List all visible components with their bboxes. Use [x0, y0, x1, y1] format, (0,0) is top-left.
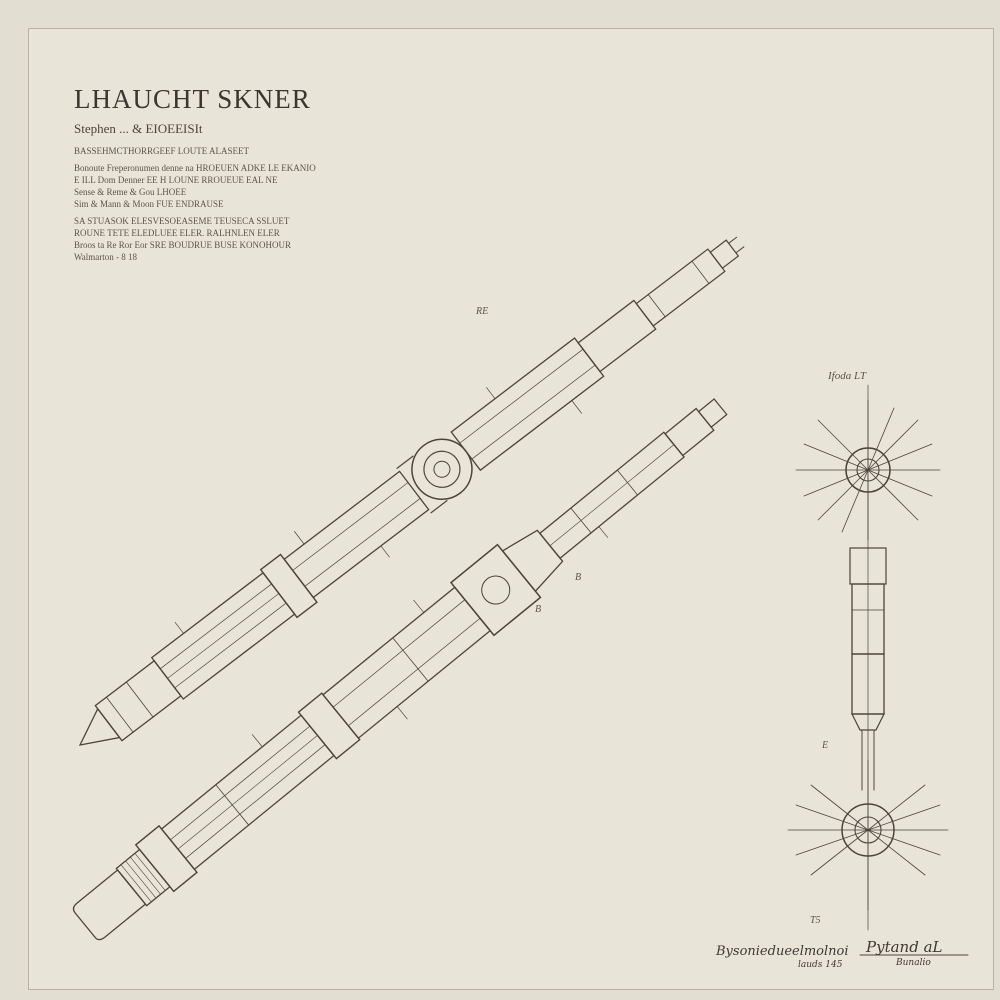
vertical-schematic: [787, 384, 949, 931]
callout-label: E: [822, 740, 829, 751]
note-line: Broos ta Re Ror Eor SRE BOUDRUE BUSE KON…: [74, 240, 292, 250]
note-line: Bonoute Freperonumen denne na HROEUEN AD…: [74, 163, 316, 173]
note-line: Walmarton - 8 18: [74, 252, 138, 262]
sheet-subtitle: Stephen ... & EIOEEISIt: [74, 121, 203, 136]
note-line: BASSEHMCTHORRGEEF LOUTE ALASEET: [74, 146, 250, 156]
signature-right-sub: Bunalio: [896, 958, 931, 968]
signature-right: Pytand aL: [866, 938, 943, 956]
rocket-one-illustration: [78, 236, 745, 746]
note-line: SA STUASOK ELESVESOEASEME TEUSECA SSLUET: [74, 216, 290, 226]
note-line: Sense & Reme & Gou LHOEE: [74, 187, 187, 197]
rocket-two-illustration: [72, 398, 728, 941]
callout-label: T5: [810, 915, 821, 926]
callout-label: B: [535, 604, 542, 615]
callout-label: RE: [476, 306, 489, 317]
note-line: ROUNE TETE ELEDLUEE ELER. RALHNLEN ELER: [74, 228, 280, 238]
signature-left: Bysoniedueelmolnoi: [716, 944, 849, 959]
note-line: Sim & Mann & Moon FUE ENDRAUSE: [74, 199, 224, 209]
callout-label: B: [575, 572, 582, 583]
note-line: E ILL Dom Denner EE H LOUNE RROUEUE EAL …: [74, 175, 278, 185]
sheet-title: LHAUCHT SKNER: [74, 84, 311, 114]
signature-left-sub: lauds 145: [798, 960, 843, 970]
schematic-label: Ifoda LT: [828, 370, 866, 382]
